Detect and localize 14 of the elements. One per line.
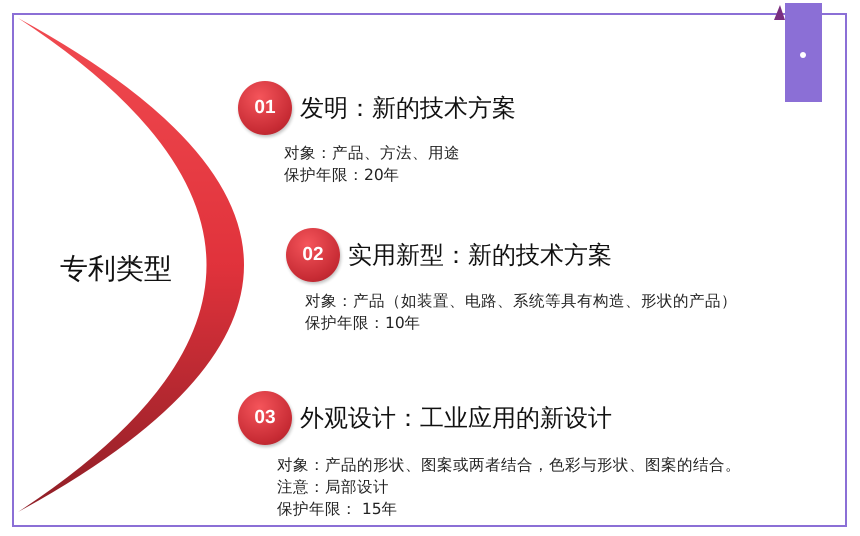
heading-text: 发明：新的技术方案 [300,93,516,124]
number-badge: 01 [238,81,292,135]
number-badge: 03 [238,391,292,445]
body-text: 对象：产品、方法、用途 [284,143,460,163]
body-text: 保护年限：10年 [305,313,421,333]
body-text: 保护年限： 15年 [277,499,398,519]
body-text: 对象：产品（如装置、电路、系统等具有构造、形状的产品） [305,291,737,311]
heading-text: 外观设计：工业应用的新设计 [300,403,612,434]
topic-text: 专利类型 [60,250,172,288]
body-text: 注意：局部设计 [277,477,389,497]
number-badge: 02 [286,228,340,282]
body-text: 保护年限：20年 [284,165,400,185]
body-text: 对象：产品的形状、图案或两者结合，色彩与形状、图案的结合。 [277,455,741,475]
heading-text: 实用新型：新的技术方案 [348,240,612,271]
